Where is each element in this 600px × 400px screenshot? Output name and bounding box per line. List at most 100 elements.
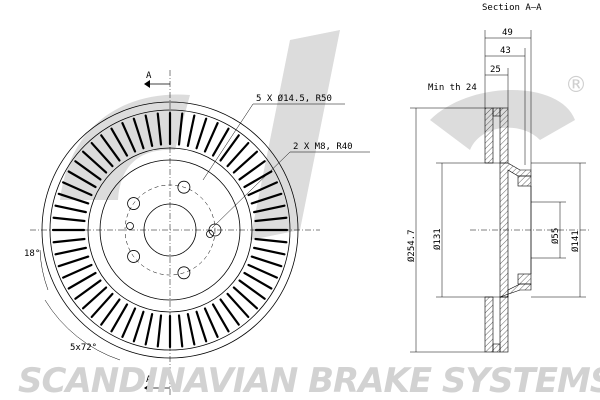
vent-slot <box>219 134 240 162</box>
section-letter-top: A <box>146 71 152 81</box>
vent-bridge-bottom <box>492 343 501 353</box>
bolt-holes <box>126 180 222 280</box>
vent-slot <box>253 246 286 256</box>
vent-slot <box>81 286 108 310</box>
dia-131: Ø131 <box>432 228 443 250</box>
vent-slot <box>74 160 102 181</box>
dia-141: Ø141 <box>570 230 581 252</box>
vent-slot <box>57 192 90 205</box>
vent-slot <box>247 263 278 279</box>
vent-slot <box>186 114 196 147</box>
vent-slot <box>226 292 250 319</box>
vent-slot <box>90 292 114 319</box>
vent-slots <box>51 111 289 349</box>
vent-slot <box>110 303 129 333</box>
vent-slot <box>54 204 87 214</box>
vent-slot <box>211 303 230 333</box>
vent-slot <box>100 134 121 162</box>
vent-slot <box>247 181 278 197</box>
threaded-hole <box>126 222 134 230</box>
hat-flange-top <box>517 175 532 187</box>
registered-mark: ® <box>565 73 587 98</box>
threaded-hole <box>206 230 214 238</box>
hat-lower <box>499 283 532 298</box>
disc-inner-ring <box>87 147 253 313</box>
bolt-hole-callout: 5 X Ø14.5, R50 <box>256 93 332 104</box>
dim-25: 25 <box>490 65 501 75</box>
vent-slot <box>52 237 86 244</box>
bolt-hole <box>127 197 140 210</box>
angle-arc-18 <box>39 249 49 291</box>
vent-slot <box>250 192 283 205</box>
pitch-label: 5x72° <box>70 343 97 353</box>
vent-slot <box>156 314 163 348</box>
vent-slot <box>62 263 93 279</box>
vent-slot <box>100 298 121 326</box>
vent-slot <box>121 307 137 338</box>
vent-slot <box>253 204 286 214</box>
vent-slot <box>74 279 102 300</box>
vent-slot <box>232 286 259 310</box>
dim-49: 49 <box>502 28 513 38</box>
vent-slot <box>254 237 288 244</box>
vent-slot <box>254 216 288 223</box>
vent-slot <box>195 117 208 150</box>
vent-slot <box>144 114 154 147</box>
thread-callout-leader <box>211 151 291 229</box>
section-marker-bottom: A <box>144 375 170 392</box>
front-view: A A 5 X Ø14.5, R50 2 X M8, R40 18° 5x72° <box>24 70 370 395</box>
section-letter-bottom: A <box>146 375 152 385</box>
vent-slot <box>203 307 219 338</box>
bolt-circle <box>124 184 216 276</box>
section-view: Section A–A Min th 24 49 43 25 Ø254 <box>406 3 590 353</box>
vent-slot <box>186 313 196 346</box>
vent-slot <box>52 216 86 223</box>
vent-slot <box>90 141 114 168</box>
vent-slot <box>211 127 230 157</box>
vent-slot <box>121 122 137 153</box>
thread-callout: 2 X M8, R40 <box>293 142 353 152</box>
bolt-hole <box>177 180 191 194</box>
disc-outer-edge <box>41 101 299 359</box>
vent-slot <box>177 314 184 348</box>
dia-outer: Ø254.7 <box>406 229 417 262</box>
vent-slot <box>243 271 273 290</box>
vent-slot <box>156 112 163 146</box>
bolt-hole <box>127 250 140 263</box>
vent-slot <box>203 122 219 153</box>
angle-label: 18° <box>24 249 40 259</box>
vent-slot <box>81 150 108 174</box>
hat-edge <box>99 159 241 301</box>
vent-slot <box>243 170 273 189</box>
friction-plate-inner-top <box>499 107 509 164</box>
vent-slot <box>110 127 129 157</box>
vent-slot <box>67 271 97 290</box>
vent-slot <box>226 141 250 168</box>
center-bore <box>143 203 197 257</box>
dia-55: Ø55 <box>550 228 561 244</box>
disc-outer-ring <box>49 109 291 351</box>
vent-slot <box>232 150 259 174</box>
bolt-callout-leader <box>202 103 254 181</box>
vent-slot <box>132 310 145 343</box>
dim-43: 43 <box>500 46 511 56</box>
section-title: Section A–A <box>482 3 542 13</box>
vent-slot <box>250 255 283 268</box>
hat-flange-bottom <box>517 273 532 285</box>
vent-slot <box>57 255 90 268</box>
vent-slot <box>144 313 154 346</box>
min-thickness: Min th 24 <box>428 83 477 93</box>
vent-slot <box>238 160 266 181</box>
bolt-hole <box>177 266 191 280</box>
vent-bridge-top <box>492 107 501 117</box>
vent-slot <box>132 117 145 150</box>
friction-plate-inner-bottom <box>499 296 509 353</box>
section-marker-top: A <box>144 71 170 88</box>
bolt-hole <box>208 223 222 237</box>
friction-plate-outer-bottom <box>484 296 494 353</box>
vent-slot <box>219 298 240 326</box>
vent-slot <box>238 279 266 300</box>
vent-slot <box>62 181 93 197</box>
vent-slot <box>54 246 87 256</box>
